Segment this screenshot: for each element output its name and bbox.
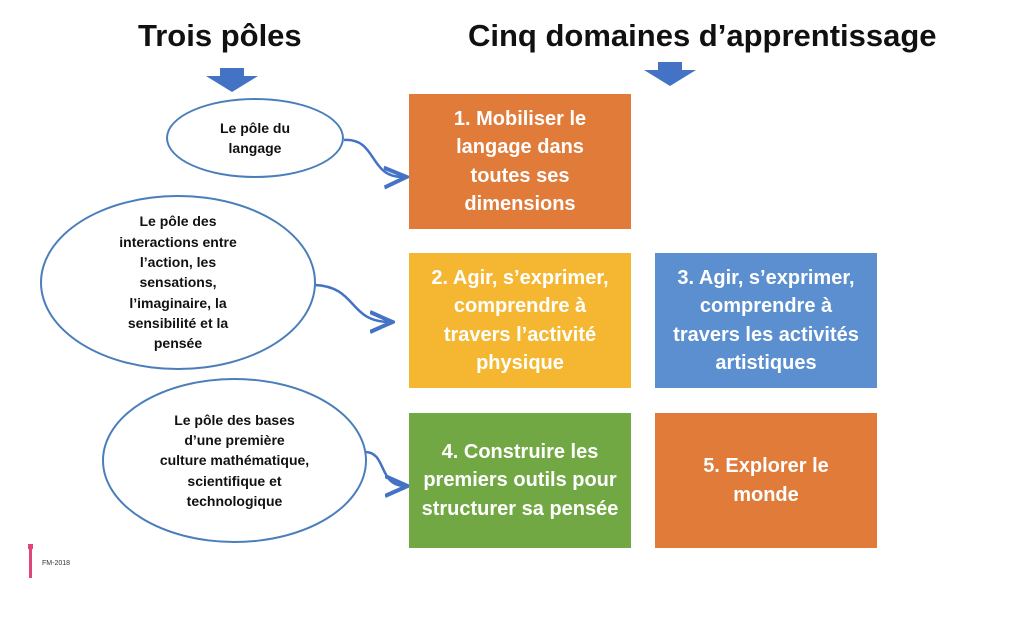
footer-accent-bar [28, 544, 33, 578]
domain-3-text: 3. Agir, s’exprimer, comprendre à traver… [673, 266, 859, 374]
pole-interactions-text: Le pôle des interactions entre l’action,… [119, 213, 237, 352]
pole-langage-text: Le pôle du langage [220, 119, 290, 156]
domain-1-text: 1. Mobiliser le langage dans toutes ses … [453, 107, 587, 215]
pole-bases: Le pôle des bases d’une première culture… [102, 378, 367, 543]
heading-trois-poles: Trois pôles [138, 18, 302, 53]
down-arrow-icon-left [206, 68, 258, 92]
domain-box-5: 5. Explorer le monde [655, 413, 877, 548]
footer-text: FM-2018 [42, 560, 71, 567]
domain-box-3: 3. Agir, s’exprimer, comprendre à traver… [655, 253, 877, 388]
connector-arrow-2 [314, 283, 390, 322]
domain-box-4: 4. Construire les premiers outils pour s… [409, 413, 631, 548]
domain-box-1: 1. Mobiliser le langage dans toutes ses … [409, 94, 631, 229]
pole-bases-text: Le pôle des bases d’une première culture… [159, 411, 310, 509]
pole-interactions: Le pôle des interactions entre l’action,… [40, 195, 316, 370]
pole-langage: Le pôle du langage [166, 98, 344, 178]
domain-5-text: 5. Explorer le monde [703, 455, 829, 506]
domain-4-text: 4. Construire les premiers outils pour s… [421, 440, 619, 520]
heading-cinq-domaines: Cinq domaines d’apprentissage [468, 18, 937, 53]
connector-arrow-1 [343, 138, 404, 177]
domain-2-text: 2. Agir, s’exprimer, comprendre à traver… [431, 266, 609, 374]
connector-arrow-3 [364, 450, 405, 486]
down-arrow-icon-right [644, 62, 696, 86]
domain-box-2: 2. Agir, s’exprimer, comprendre à traver… [409, 253, 631, 388]
